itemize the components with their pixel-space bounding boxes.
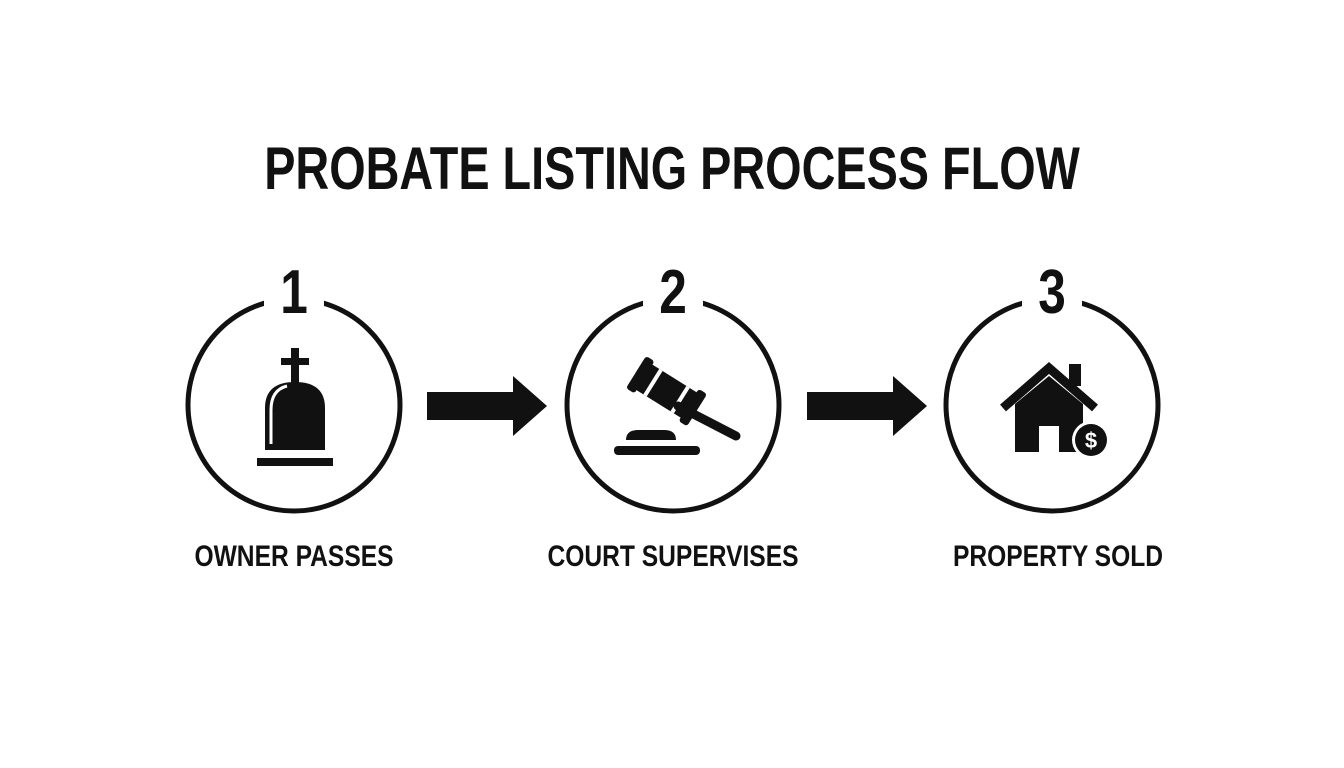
step-2: 2: [558, 258, 788, 518]
tombstone-icon: [257, 348, 333, 466]
step-1: 1: [179, 258, 409, 518]
step-1-label: OWNER PASSES: [194, 540, 394, 573]
step-2-label: COURT SUPERVISES: [547, 540, 799, 573]
flow-arrow-1: [427, 376, 547, 436]
step-3-label: PROPERTY SOLD: [952, 540, 1164, 573]
step-3: 3 $: [937, 258, 1167, 518]
step-2-ring: [564, 268, 782, 514]
house-dollar-icon: $: [1000, 362, 1110, 459]
step-1-ring: [185, 268, 403, 514]
step-3-number: 3: [1038, 258, 1066, 327]
step-3-ring: [943, 268, 1161, 514]
step-1-number: 1: [280, 258, 308, 327]
step-2-number: 2: [659, 258, 687, 327]
flow-arrow-2: [807, 376, 927, 436]
diagram-title: PROBATE LISTING PROCESS FLOW: [264, 135, 1080, 202]
dollar-sign: $: [1085, 428, 1097, 453]
gavel-icon: [614, 357, 741, 455]
